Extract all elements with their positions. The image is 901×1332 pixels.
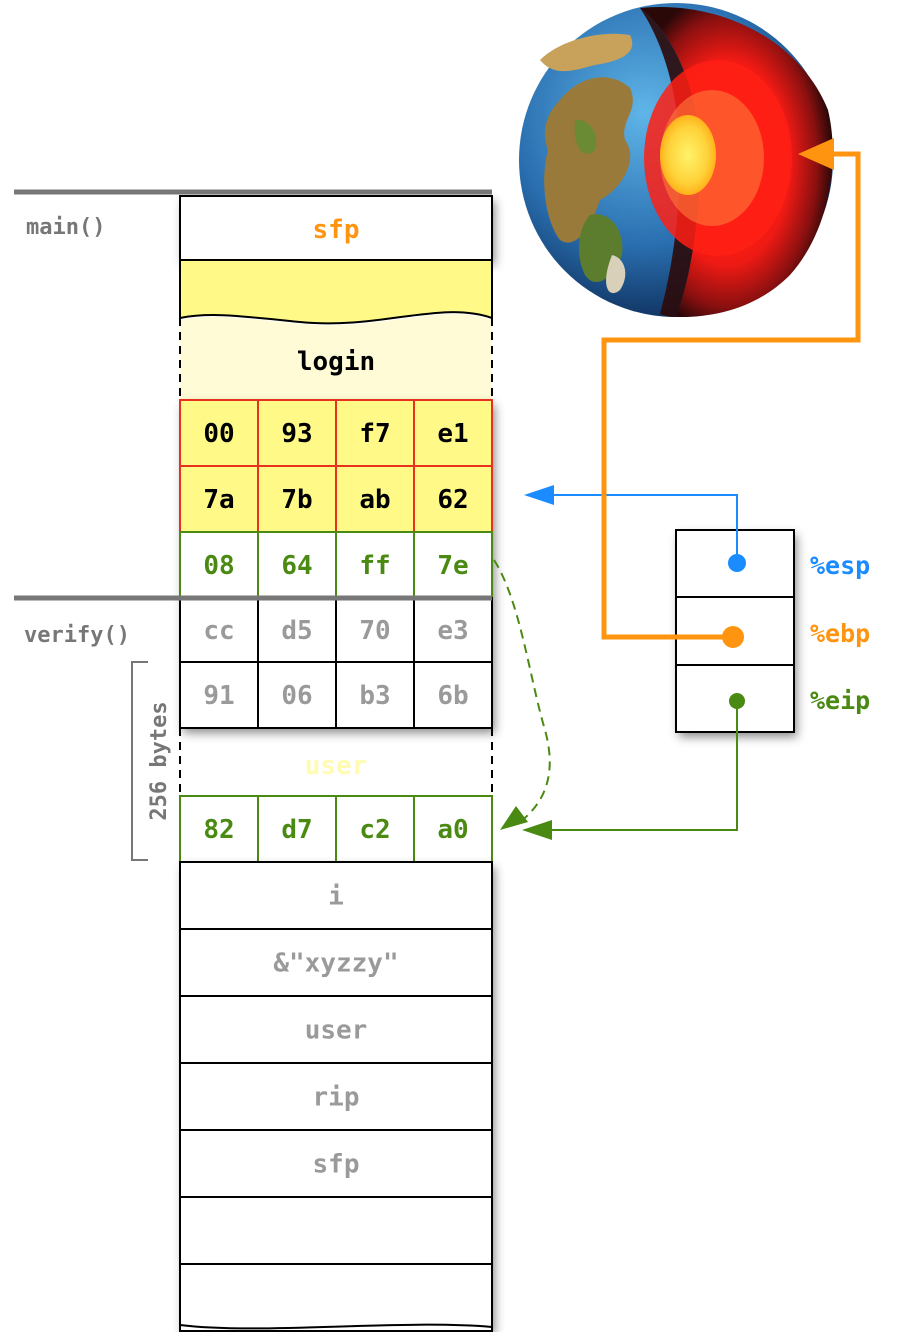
byte-value: 6b xyxy=(437,681,468,711)
ebp-arrowhead xyxy=(798,138,834,170)
lower-stack: i &"xyzzy" user rip sfp xyxy=(179,861,493,1332)
byte-value: 70 xyxy=(359,616,390,646)
login-label: login xyxy=(297,347,375,377)
user-buffer-label: user xyxy=(305,751,368,781)
byte-grid: 00 93 f7 e1 7a 7b ab 62 08 64 ff 7e cc d5 70 e3 91 06 b3 6b… xyxy=(179,399,493,863)
stack-slot xyxy=(179,1129,493,1198)
byte-value: f7 xyxy=(359,419,390,449)
verify-frame-label: verify() xyxy=(24,623,130,648)
esp-dot xyxy=(728,554,746,572)
byte-cell xyxy=(335,795,415,863)
byte-value: b3 xyxy=(359,681,390,711)
byte-value: a0 xyxy=(437,815,468,845)
byte-cell xyxy=(335,531,415,599)
stack-slot-label: &"xyzzy" xyxy=(273,949,398,979)
byte-value: d7 xyxy=(281,815,312,845)
stack-slot xyxy=(179,1062,493,1131)
byte-value: 82 xyxy=(203,815,234,845)
bytes-bracket xyxy=(131,661,148,861)
byte-value: 06 xyxy=(281,681,312,711)
byte-cell xyxy=(335,661,415,729)
earth-core-image xyxy=(519,3,833,318)
byte-value: c2 xyxy=(359,815,390,845)
byte-value: 00 xyxy=(203,419,234,449)
byte-value: 7a xyxy=(203,485,234,515)
ebp-label: %ebp xyxy=(810,619,870,648)
stack-slot-label: rip xyxy=(313,1083,360,1113)
return-address-dashed-arrow xyxy=(493,559,551,823)
stack-slot xyxy=(179,861,493,930)
bytes-label: 256 bytes xyxy=(147,701,172,820)
main-frame-label: main() xyxy=(26,215,105,240)
eip-label: %eip xyxy=(810,686,870,715)
stack-slot-label: i xyxy=(328,882,344,912)
byte-value: 7b xyxy=(281,485,312,515)
byte-cell xyxy=(335,597,415,663)
eip-arrowhead xyxy=(522,820,552,840)
byte-cell xyxy=(413,795,493,863)
byte-value: ab xyxy=(359,485,390,515)
byte-value: ff xyxy=(359,551,390,581)
byte-cell xyxy=(413,661,493,729)
byte-value: 7e xyxy=(437,551,468,581)
stack-torn-edge xyxy=(179,1323,493,1330)
ebp-arrow xyxy=(601,151,861,640)
byte-cell xyxy=(335,465,415,533)
stack-column: 00 93 f7 e1 7a 7b ab 62 08 64 ff 7e cc d5 70 e3 91 06 b3 6b… xyxy=(179,195,493,1332)
byte-value: 62 xyxy=(437,485,468,515)
byte-value: 08 xyxy=(203,551,234,581)
stack-slot-label: user xyxy=(305,1016,368,1046)
esp-arrowhead xyxy=(524,485,554,505)
stack-slot-label: sfp xyxy=(313,1150,360,1180)
byte-cell xyxy=(179,531,259,599)
main-sfp-label: sfp xyxy=(313,215,360,245)
byte-value: 91 xyxy=(203,681,234,711)
stack-slot xyxy=(179,1196,493,1265)
eip-arrow xyxy=(540,701,738,831)
byte-cell xyxy=(257,465,337,533)
stack-slot xyxy=(179,1263,493,1332)
byte-cell xyxy=(413,465,493,533)
byte-cell xyxy=(179,795,259,863)
byte-value: e3 xyxy=(437,616,468,646)
register-file xyxy=(675,529,795,733)
byte-value: e1 xyxy=(437,419,468,449)
return-address-dashed-arrowhead xyxy=(500,806,528,830)
stack-slot xyxy=(179,928,493,997)
stack-slot xyxy=(179,995,493,1064)
byte-value: 93 xyxy=(281,419,312,449)
byte-cell xyxy=(179,465,259,533)
byte-value: d5 xyxy=(281,616,312,646)
byte-value: cc xyxy=(203,616,234,646)
byte-value: 64 xyxy=(281,551,312,581)
esp-label: %esp xyxy=(810,551,870,580)
